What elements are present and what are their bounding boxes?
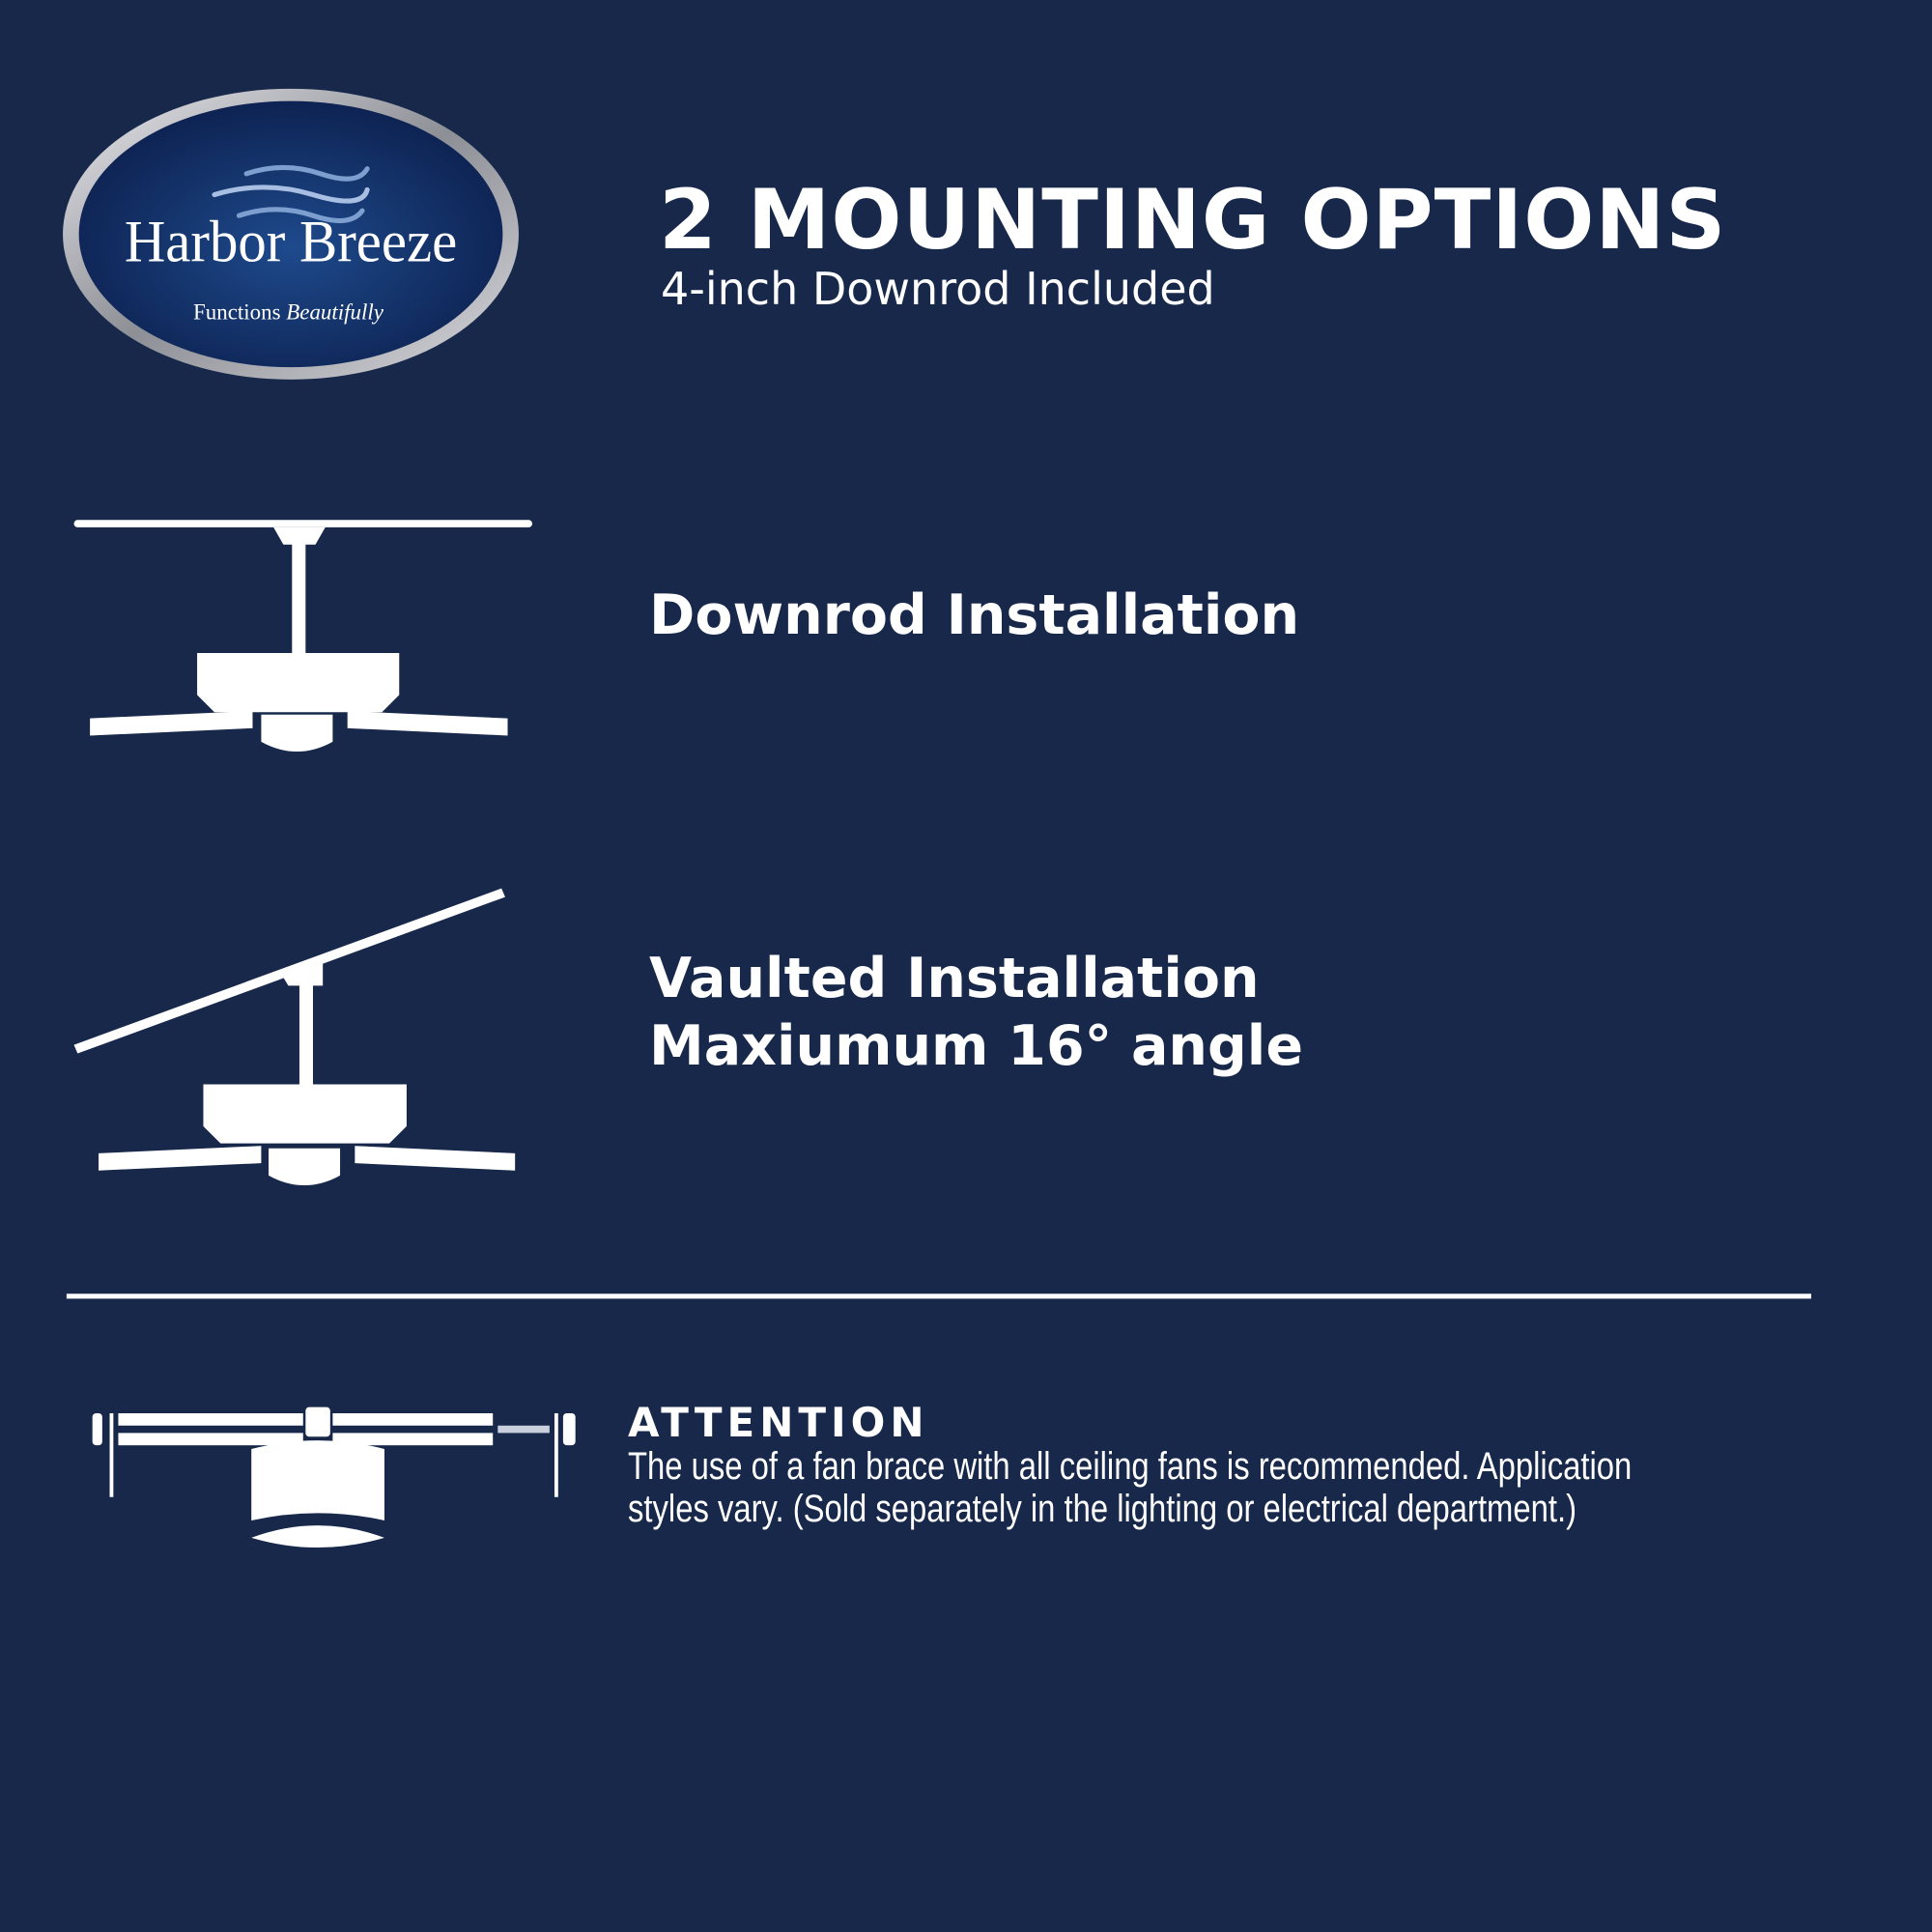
divider (66, 1293, 1811, 1299)
vaulted-angle-detail: Maxiumum 16° angle (649, 1014, 1303, 1078)
attention-text-line-1: The use of a fan brace with all ceiling … (628, 1445, 1633, 1488)
fan-brace-icon (92, 1406, 576, 1548)
page-subtitle: 4-inch Downrod Included (661, 263, 1215, 315)
vaulted-fan-icon (73, 888, 516, 1186)
page-title: 2 MOUNTING OPTIONS (659, 172, 1727, 269)
downrod-installation-label: Downrod Installation (649, 583, 1300, 647)
downrod-fan-icon (73, 520, 533, 753)
harbor-breeze-logo: Harbor Breeze Functions Beautifully (63, 88, 519, 380)
attention-heading: ATTENTION (628, 1399, 929, 1446)
wave-icon (212, 164, 370, 224)
svg-text:Functions Beautifully: Functions Beautifully (193, 299, 384, 324)
vaulted-installation-label: Vaulted Installation (649, 947, 1260, 1010)
attention-text-line-2: styles vary. (Sold separately in the lig… (628, 1488, 1577, 1530)
svg-text:Harbor Breeze: Harbor Breeze (125, 209, 457, 274)
